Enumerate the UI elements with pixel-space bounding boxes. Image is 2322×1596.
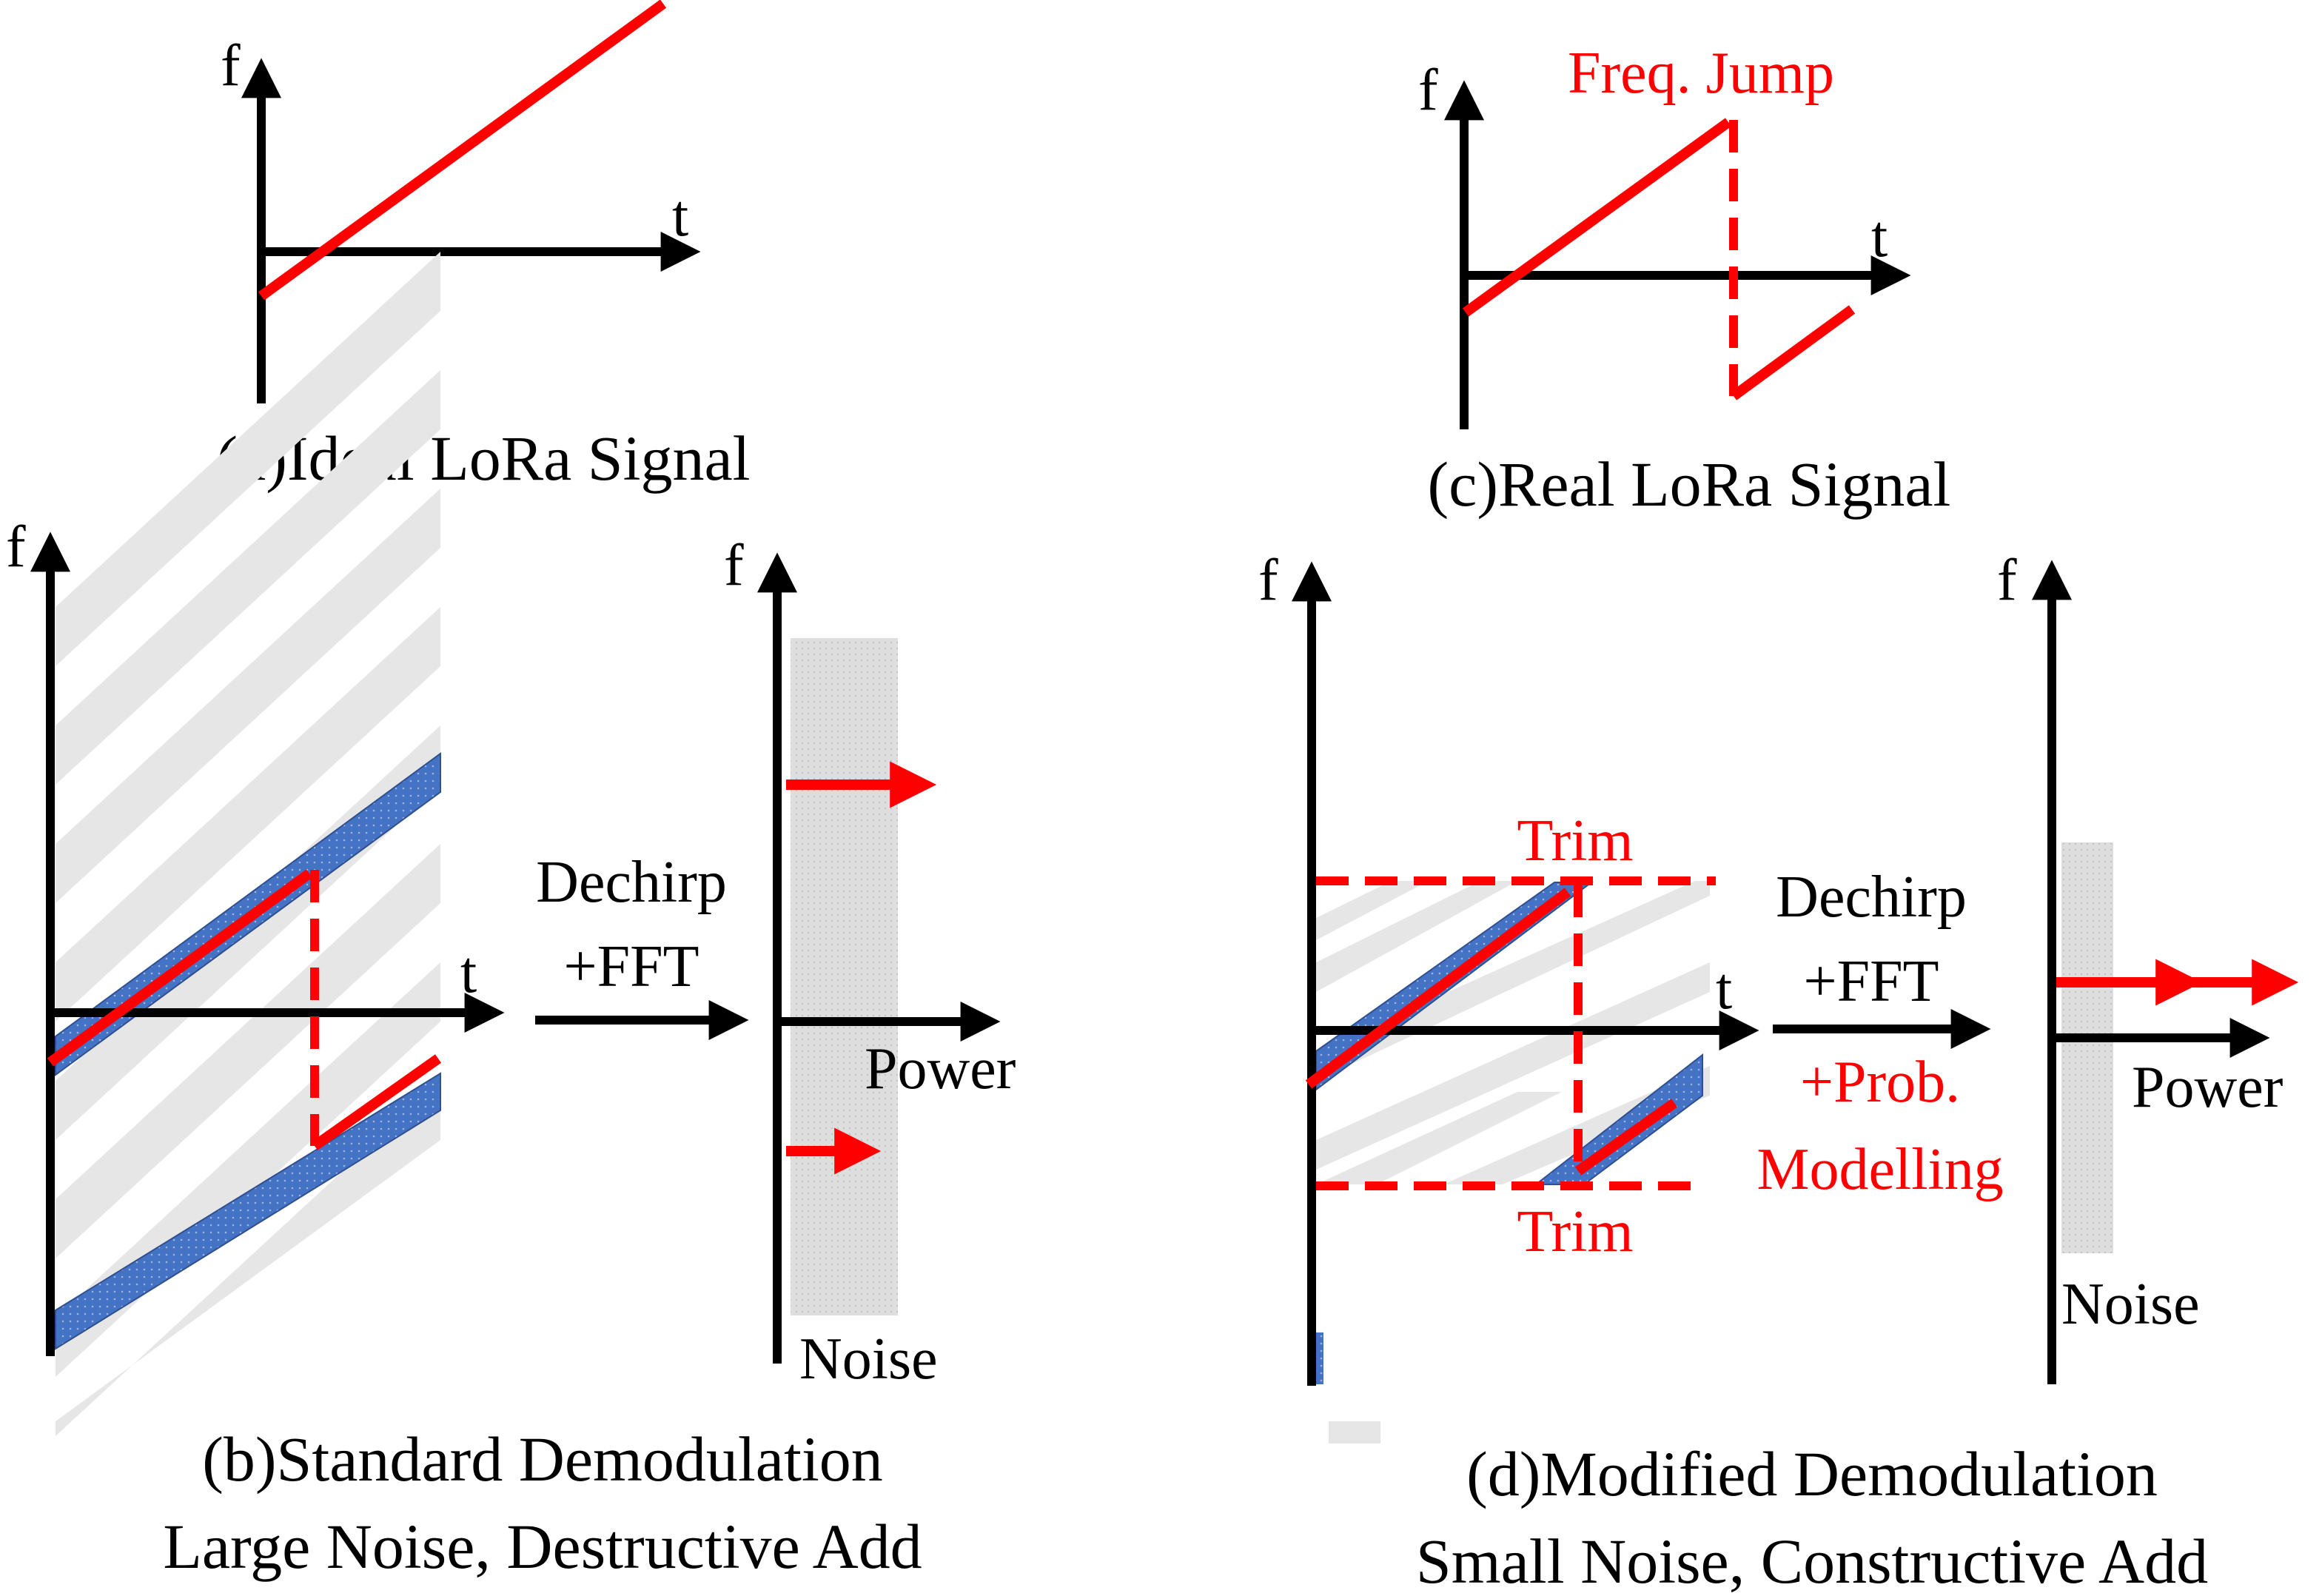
panel-b-caption-line2: Large Noise, Destructive Add	[163, 1511, 922, 1582]
panel-d-t-label: t	[1716, 956, 1732, 1022]
panel-d-trim-label-top: Trim	[1517, 808, 1633, 874]
panel-b-chirp-line-lower	[311, 1054, 442, 1150]
panel-d-modified-demodulation: f t Trim Trim Dechirp +FFT +Prob. Modell…	[1258, 548, 2299, 1596]
panel-b-f-label: f	[6, 514, 26, 580]
panel-a-t-label: t	[672, 184, 688, 249]
panel-d-f-label: f	[1258, 548, 1278, 613]
panel-c-chirp-line-upper	[1462, 118, 1732, 317]
panel-d-noise-floor	[2061, 842, 2113, 1253]
panel-b-power-label: Power	[865, 1036, 1016, 1102]
panel-a-f-label: f	[221, 33, 241, 98]
panel-c-freq-jump-label: Freq. Jump	[1568, 41, 1834, 106]
panel-b-noise-label: Noise	[799, 1327, 938, 1392]
panel-d-chirp-line-upper	[1305, 888, 1571, 1089]
panel-c-real-lora-signal: f t Freq. Jump (c)Real LoRa Signal	[1418, 41, 1950, 520]
panel-d-modelling-label: Modelling	[1756, 1137, 2003, 1202]
panel-d-power-label: Power	[2132, 1055, 2283, 1120]
panel-b-noise-stripes	[56, 252, 440, 1436]
panel-b-signal-band-lower	[55, 1072, 441, 1350]
panel-d-signal-band-lower	[1534, 1053, 1703, 1185]
panel-d-band-fragment	[1316, 1332, 1323, 1384]
panel-d-prob-label: +Prob.	[1800, 1050, 1960, 1115]
panel-c-chirp-line-lower	[1730, 305, 1856, 400]
panel-b-chirp-line-upper	[47, 869, 313, 1067]
panel-c-f-label: f	[1418, 58, 1438, 123]
panel-d-caption-line1: (d)Modified Demodulation	[1466, 1438, 2158, 1509]
panel-d-chirp-line-lower	[1574, 1099, 1678, 1176]
panel-d-spectrum-f-label: f	[1997, 548, 2017, 613]
panel-d-stripe-fragment	[1329, 1421, 1380, 1444]
panel-b-caption-line1: (b)Standard Demodulation	[202, 1424, 883, 1495]
panel-b-fft-label: +FFT	[564, 934, 699, 999]
panel-c-t-label: t	[1871, 204, 1888, 269]
panel-b-spectrum-f-label: f	[724, 533, 744, 598]
panel-b-standard-demodulation: f t Dechirp +FFT f Power Noise (b)Standa…	[6, 252, 1016, 1582]
panel-d-fft-label: +FFT	[1804, 949, 1939, 1014]
panel-b-noise-floor	[791, 638, 898, 1315]
panel-d-noise-label: Noise	[2061, 1272, 2200, 1337]
panel-b-dechirp-label: Dechirp	[536, 850, 727, 915]
panel-d-dechirp-label: Dechirp	[1776, 865, 1967, 930]
panel-d-trim-label-bottom: Trim	[1517, 1199, 1633, 1264]
panel-a-chirp-line	[258, 0, 667, 301]
panel-b-t-label: t	[460, 940, 477, 1005]
panel-d-caption-line2: Small Noise, Constructive Add	[1416, 1526, 2208, 1596]
panel-c-caption: (c)Real LoRa Signal	[1428, 449, 1951, 520]
